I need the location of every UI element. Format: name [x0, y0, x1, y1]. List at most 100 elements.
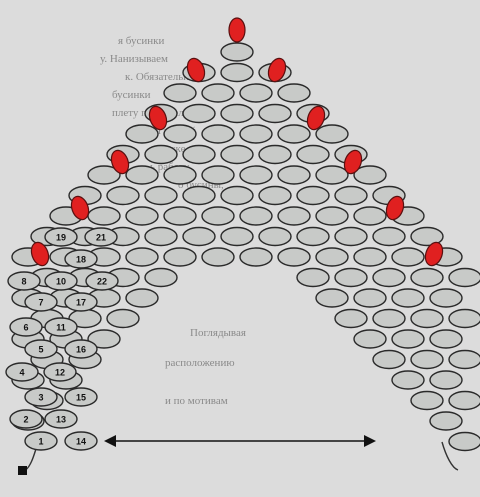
gray-bead	[163, 247, 197, 267]
red-bead	[186, 57, 206, 83]
red-bead	[148, 105, 168, 131]
red-bead	[424, 241, 444, 267]
gray-bead	[220, 62, 254, 83]
numbered-bead	[24, 387, 58, 407]
red-bead	[70, 195, 90, 221]
gray-bead	[315, 124, 349, 144]
gray-bead	[315, 288, 349, 308]
gray-bead	[353, 247, 387, 267]
bead-number: 5	[38, 345, 43, 355]
red-bead	[306, 105, 326, 131]
gray-bead	[277, 206, 311, 226]
gray-bead	[125, 288, 159, 308]
background-text-line: я бусинки	[118, 35, 164, 47]
bead-number: 15	[76, 393, 86, 403]
gray-bead	[410, 349, 444, 370]
gray-bead	[144, 226, 178, 247]
numbered-bead	[24, 292, 58, 312]
gray-bead	[391, 329, 425, 349]
width-arrow	[104, 435, 376, 447]
gray-bead	[258, 144, 292, 165]
numbered-bead	[85, 271, 119, 291]
gray-bead	[106, 185, 140, 206]
background-text-line: Поглядывая	[190, 327, 246, 339]
gray-bead	[201, 206, 235, 226]
gray-bead	[201, 247, 235, 267]
numbered-bead	[44, 271, 78, 291]
gray-bead	[296, 185, 330, 206]
gray-bead	[163, 165, 197, 185]
gray-bead	[429, 411, 463, 431]
red-bead	[343, 149, 363, 175]
red-bead	[267, 57, 287, 83]
gray-bead	[353, 206, 387, 226]
gray-bead	[391, 288, 425, 308]
gray-bead	[163, 206, 197, 226]
gray-bead	[258, 185, 292, 206]
bead-number: 4	[19, 368, 24, 378]
gray-bead	[277, 83, 311, 103]
gray-bead	[163, 83, 197, 103]
gray-bead	[429, 288, 463, 308]
gray-bead	[353, 329, 387, 349]
gray-bead	[239, 165, 273, 185]
gray-bead	[106, 308, 140, 329]
numbered-bead	[64, 249, 98, 269]
red-bead	[385, 195, 405, 221]
gray-bead	[87, 206, 121, 226]
numbered-bead	[24, 431, 58, 451]
gray-bead	[372, 308, 406, 329]
gray-bead	[296, 267, 330, 288]
numbered-bead	[7, 271, 41, 291]
gray-bead	[125, 247, 159, 267]
bead-number: 18	[76, 255, 86, 265]
arrow-head-right	[364, 435, 376, 447]
gray-bead	[429, 370, 463, 390]
gray-bead	[391, 247, 425, 267]
bead-layer	[11, 17, 480, 452]
gray-bead	[448, 308, 480, 329]
bead-number: 21	[96, 233, 106, 243]
bead-number: 12	[55, 368, 65, 378]
gray-bead	[182, 103, 216, 124]
gray-bead	[258, 226, 292, 247]
gray-bead	[163, 124, 197, 144]
bead-number: 22	[97, 277, 107, 287]
gray-bead	[125, 206, 159, 226]
gray-bead	[353, 165, 387, 185]
gray-bead	[277, 165, 311, 185]
bead-number: 6	[23, 323, 28, 333]
bead-number: 11	[56, 323, 66, 333]
numbered-bead	[64, 387, 98, 407]
gray-bead	[239, 206, 273, 226]
gray-bead	[410, 390, 444, 411]
bead-number: 14	[76, 437, 86, 447]
bead-number: 19	[56, 233, 66, 243]
arrow-head-left	[104, 435, 116, 447]
bead-number: 3	[38, 393, 43, 403]
gray-bead	[448, 431, 480, 452]
gray-bead	[334, 185, 368, 206]
gray-bead	[182, 144, 216, 165]
gray-bead	[201, 165, 235, 185]
thread-start-knot	[18, 466, 27, 475]
numbered-bead	[43, 362, 77, 382]
gray-bead	[391, 370, 425, 390]
gray-bead	[220, 144, 254, 165]
gray-bead	[201, 124, 235, 144]
gray-bead	[296, 144, 330, 165]
bead-number: 1	[38, 437, 43, 447]
gray-bead	[448, 349, 480, 370]
gray-bead	[220, 42, 254, 62]
bead-number: 7	[38, 298, 43, 308]
gray-bead	[410, 308, 444, 329]
gray-bead	[258, 103, 292, 124]
red-bead	[110, 149, 130, 175]
gray-bead	[201, 83, 235, 103]
gray-bead	[448, 267, 480, 288]
background-text-line: у. Нанизываем	[100, 53, 168, 65]
gray-bead	[87, 329, 121, 349]
gray-bead	[239, 83, 273, 103]
gray-bead	[239, 247, 273, 267]
background-text-line: расположению	[165, 357, 235, 369]
